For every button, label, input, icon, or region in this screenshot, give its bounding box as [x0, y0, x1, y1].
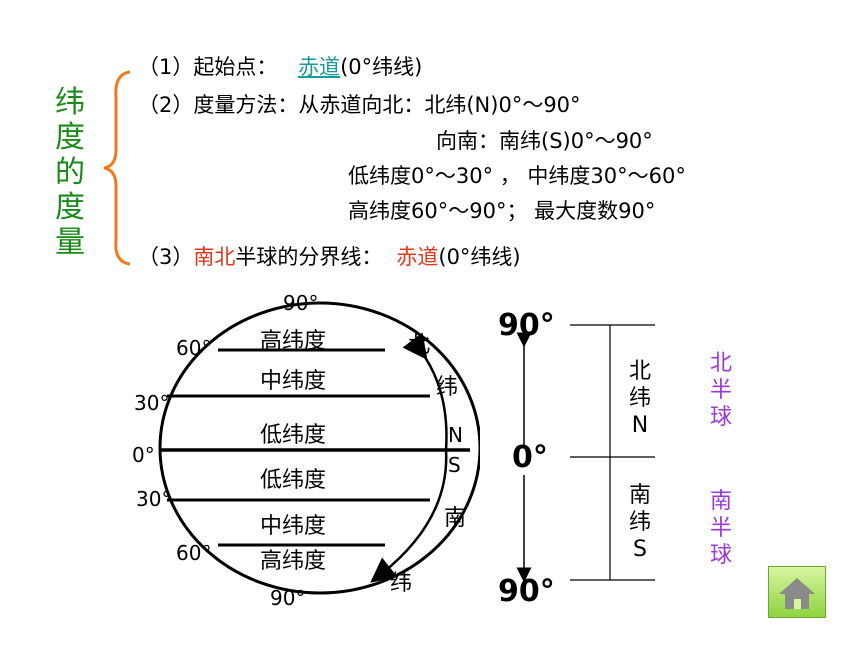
globe-top-label: 90° [283, 291, 318, 315]
north-lat-char: 纬 [436, 375, 458, 400]
band-label: 低纬度 [260, 468, 326, 493]
north-hemisphere-char: 半 [709, 378, 732, 403]
band-label: 低纬度 [260, 423, 326, 448]
globe-diagram: 90° 90° 60° 30° 0° 30° 60° 高纬度 中纬度 低纬度 低… [132, 291, 480, 610]
label: （1）起始点： [138, 55, 278, 79]
north-lat-char: N [631, 413, 649, 438]
lat-label: 60° [176, 336, 211, 360]
band-label: 中纬度 [260, 514, 326, 539]
title-char: 度 [55, 190, 85, 225]
north-lat-char: 纬 [628, 386, 651, 411]
north-hemisphere-char: 球 [709, 405, 732, 430]
line-low-mid: 低纬度0°～30° ， 中纬度30°～60° [348, 164, 686, 188]
highlight: 南北 [193, 245, 236, 269]
north-lat-char: 北 [628, 359, 651, 384]
line-start-point: （1）起始点： 赤道(0°纬线) [138, 52, 422, 82]
home-button[interactable] [768, 566, 826, 618]
north-lat-char: 北 [408, 333, 430, 358]
south-lat-char: 纬 [628, 510, 651, 535]
north-letter: N [448, 423, 463, 447]
label: (0°纬线) [340, 55, 423, 79]
latitude-scale: 90° 0° 90° [498, 308, 655, 609]
label: (0°纬线) [438, 245, 521, 269]
lat-label: 30° [136, 487, 171, 511]
line-high-max: 高纬度60°～90°； 最大度数90° [348, 199, 656, 223]
label: （3） [138, 245, 194, 269]
south-lat-char: 南 [444, 506, 466, 531]
equator-link[interactable]: 赤道 [298, 55, 341, 79]
label: 半球的分界线： [235, 245, 383, 269]
home-icon [779, 578, 815, 609]
south-lat-char: S [633, 537, 647, 562]
brace-icon [103, 70, 131, 266]
line-boundary: （3）南北半球的分界线： 赤道(0°纬线) [138, 242, 521, 272]
south-hemisphere-char: 半 [709, 516, 732, 541]
title-char: 量 [55, 225, 85, 260]
line-south: 向南：南纬(S)0°～90° [436, 129, 653, 153]
north-arrow-icon [402, 332, 448, 451]
title-char: 纬 [55, 85, 85, 120]
south-arrow-icon [370, 449, 448, 583]
band-label: 中纬度 [260, 369, 326, 394]
scale-bottom: 90° [498, 574, 555, 609]
south-hemisphere-char: 球 [709, 543, 732, 568]
line-method: （2）度量方法：从赤道向北：北纬(N)0°～90° [138, 93, 581, 117]
scale-top: 90° [498, 308, 555, 343]
highlight: 赤道 [396, 245, 439, 269]
lat-label: 0° [132, 443, 155, 467]
south-hemisphere-char: 南 [709, 489, 732, 514]
south-lat-char: 南 [628, 483, 651, 508]
north-hemisphere-char: 北 [709, 351, 732, 376]
title-char: 度 [55, 120, 85, 155]
band-label: 高纬度 [260, 329, 326, 354]
lat-label: 60° [176, 541, 211, 565]
globe-outline [158, 301, 480, 595]
south-letter: S [448, 453, 461, 477]
south-lat-char: 纬 [390, 571, 412, 596]
globe-bottom-label: 90° [270, 586, 305, 610]
scale-middle: 0° [512, 440, 548, 475]
band-label: 高纬度 [260, 549, 326, 574]
lat-label: 30° [134, 391, 169, 415]
title-char: 的 [55, 155, 85, 190]
